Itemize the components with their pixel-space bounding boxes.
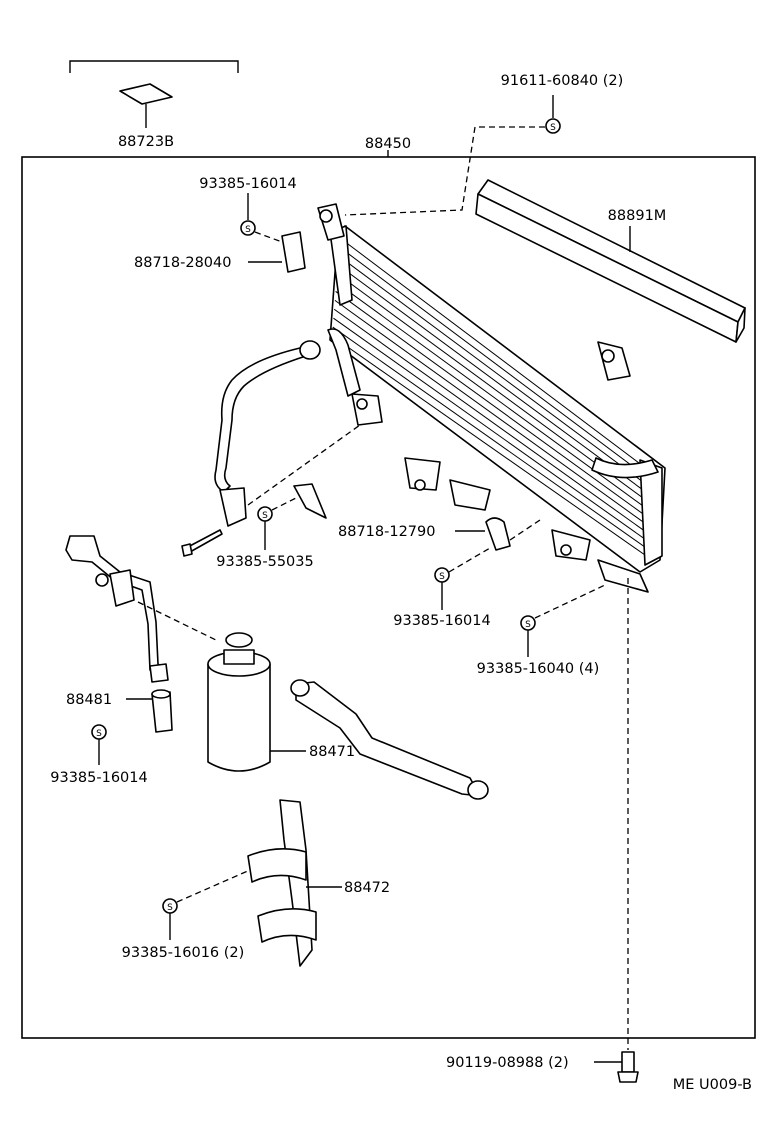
condenser-tube: [338, 255, 654, 490]
part-label-93385-16014-mid: 93385-16014: [393, 613, 491, 629]
part-label-88471: 88471: [309, 744, 355, 760]
condenser-tube: [333, 317, 648, 541]
washer-mid: S: [434, 547, 491, 610]
part-label-91611-60840: 91611-60840 (2): [501, 73, 624, 89]
bolt-90119: [594, 1051, 639, 1083]
condenser-tube: [339, 237, 656, 476]
washer-symbol: S: [96, 729, 102, 739]
part-label-93385-16014-upper: 93385-16014: [199, 176, 297, 192]
washer-symbol: S: [245, 225, 251, 235]
washer-symbol: S: [167, 903, 173, 913]
washer-symbol: S: [525, 620, 531, 630]
part-label-88718-28040: 88718-28040: [134, 255, 232, 271]
washer-91611: S: [545, 95, 561, 134]
liquid-pipe: [65, 535, 217, 683]
washer-symbol: S: [439, 572, 445, 582]
receiver-drier-88471: [207, 632, 306, 772]
label-sticker-part: [119, 83, 173, 105]
part-label-88481: 88481: [66, 692, 112, 708]
part-label-93385-16040: 93385-16040 (4): [477, 661, 600, 677]
washer-16040: S: [520, 584, 606, 657]
figure-code: ME U009-B: [673, 1077, 752, 1093]
pressure-switch-88481: [126, 689, 173, 733]
washer-lower-left: S: [91, 724, 107, 765]
label-sticker-group: [69, 60, 239, 128]
part-label-88718-12790: 88718-12790: [338, 524, 436, 540]
washer-upper: S: [240, 193, 256, 236]
part-label-93385-16014-lower: 93385-16014: [50, 770, 148, 786]
washer-symbol: S: [262, 511, 268, 521]
part-label-88723b: 88723B: [118, 134, 174, 150]
discharge-hose: [214, 340, 361, 527]
part-label-88472: 88472: [344, 880, 390, 896]
outlet-hose: [290, 679, 489, 800]
bracket-88472: [247, 799, 342, 967]
part-label-93385-55035: 93385-55035: [216, 554, 314, 570]
part-label-93385-16016: 93385-16016 (2): [122, 945, 245, 961]
part-label-90119-08988: 90119-08988 (2): [446, 1055, 569, 1071]
bracket-88718-28040: [281, 231, 306, 273]
condenser-tube: [333, 308, 649, 534]
clamp-12790: [455, 517, 541, 551]
condenser-88450: [317, 203, 666, 593]
part-label-88450: 88450: [365, 136, 411, 152]
washer-symbol: S: [550, 123, 556, 133]
condenser-tube: [337, 264, 653, 498]
condenser-tube: [338, 246, 655, 483]
condenser-tube: [332, 326, 647, 549]
part-label-88891m: 88891M: [608, 208, 667, 224]
condenser-tube: [336, 282, 651, 512]
condenser-tube: [331, 335, 646, 556]
condenser-tube: [335, 291, 650, 520]
bolt-55035: S: [181, 483, 327, 557]
condenser-tube: [334, 299, 649, 527]
washer-16016: S: [162, 869, 251, 940]
seal-88891m: [475, 179, 746, 343]
